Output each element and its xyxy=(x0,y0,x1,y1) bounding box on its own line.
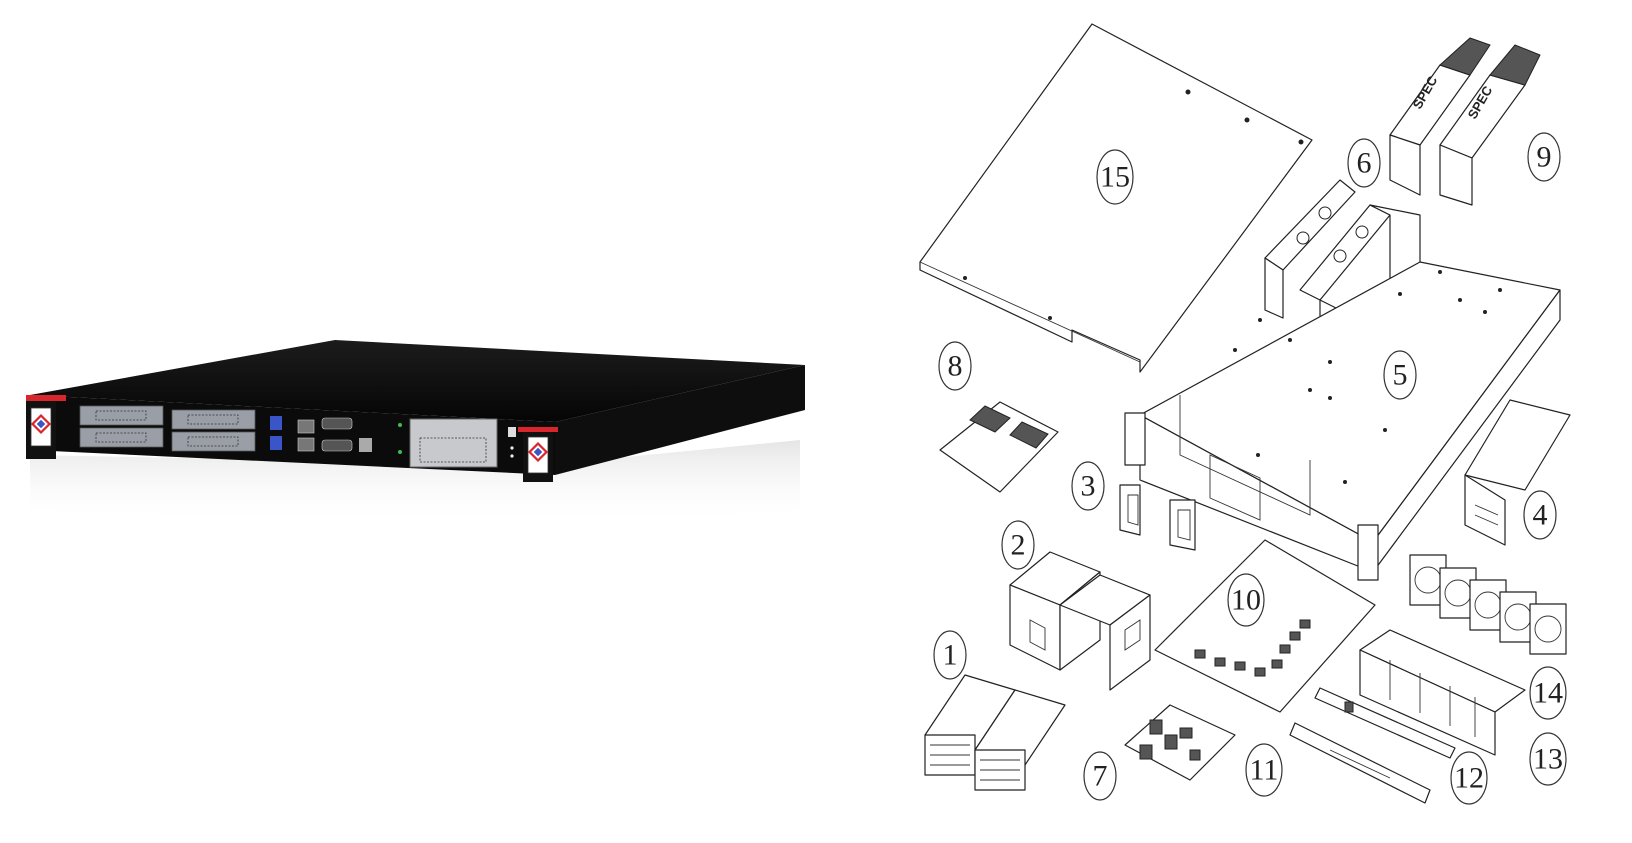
callout-10: 10 xyxy=(1227,573,1265,627)
svg-text:15: 15 xyxy=(1100,161,1130,194)
usb-port xyxy=(270,416,282,430)
svg-text:2: 2 xyxy=(1011,529,1026,562)
callout-13: 13 xyxy=(1529,732,1567,786)
callout-12: 12 xyxy=(1450,751,1488,805)
part-chassis-base xyxy=(1124,261,1561,581)
part-hard-drives xyxy=(924,674,1066,791)
callout-14: 14 xyxy=(1529,666,1567,720)
status-led-icon xyxy=(398,450,402,454)
power-button xyxy=(508,427,516,437)
vga-port xyxy=(321,417,353,430)
svg-text:7: 7 xyxy=(1093,760,1108,793)
expansion-bay xyxy=(409,418,516,468)
callout-2: 2 xyxy=(1001,520,1035,570)
drive-tray xyxy=(79,427,164,448)
callout-9: 9 xyxy=(1527,132,1561,182)
part-backplane-board xyxy=(939,401,1059,493)
fan-icon xyxy=(1529,603,1567,655)
part-motherboard xyxy=(1154,539,1376,713)
part-io-board xyxy=(1124,704,1236,781)
part-power-supplies: SPEC SPEC xyxy=(1389,37,1541,206)
part-rail-strip xyxy=(1314,687,1456,759)
callout-3: 3 xyxy=(1071,461,1105,511)
handle-accent xyxy=(26,395,66,401)
part-riser-brackets xyxy=(1119,484,1196,551)
callout-5: 5 xyxy=(1383,350,1417,400)
svg-text:14: 14 xyxy=(1533,677,1563,710)
status-led-icon xyxy=(398,423,402,427)
usb-port xyxy=(270,436,282,450)
chassis-side xyxy=(555,365,805,475)
svg-text:11: 11 xyxy=(1250,754,1279,787)
logo-icon xyxy=(30,413,52,435)
exploded-view: SPEC SPEC xyxy=(919,23,1571,805)
part-riser-card xyxy=(1464,399,1571,546)
svg-text:10: 10 xyxy=(1231,584,1261,617)
callout-7: 7 xyxy=(1083,751,1117,801)
svg-text:13: 13 xyxy=(1533,743,1563,776)
callout-1: 1 xyxy=(933,630,967,680)
chassis-top xyxy=(30,340,805,422)
callout-4: 4 xyxy=(1523,490,1557,540)
part-fan-modules xyxy=(1409,554,1567,655)
part-fan-bracket xyxy=(1359,629,1526,756)
drive-tray xyxy=(171,409,256,430)
svg-text:9: 9 xyxy=(1537,141,1552,174)
indicator-led-icon xyxy=(510,454,514,458)
serial-port xyxy=(321,439,353,452)
drive-bays xyxy=(79,405,256,452)
part-psu-cage xyxy=(1264,179,1421,361)
drive-tray xyxy=(171,431,256,452)
part-drive-cage xyxy=(1009,551,1151,691)
svg-text:5: 5 xyxy=(1393,359,1408,392)
usb-port xyxy=(359,438,372,452)
connectors xyxy=(1194,619,1311,677)
svg-text:8: 8 xyxy=(948,350,963,383)
callout-8: 8 xyxy=(938,341,972,391)
ethernet-port xyxy=(297,419,315,434)
callouts: 1 2 3 4 5 6 7 xyxy=(933,132,1567,805)
svg-text:3: 3 xyxy=(1081,470,1096,503)
drive-tray xyxy=(79,405,164,426)
right-rack-handle xyxy=(518,427,558,482)
ethernet-port xyxy=(297,437,315,452)
io-ports xyxy=(270,416,402,454)
svg-text:12: 12 xyxy=(1454,762,1484,795)
left-rack-handle xyxy=(26,395,66,459)
callout-6: 6 xyxy=(1347,138,1381,188)
svg-text:6: 6 xyxy=(1357,147,1372,180)
part-bottom-bracket xyxy=(1289,722,1431,804)
standoffs xyxy=(1233,270,1502,484)
handle-accent xyxy=(518,427,558,432)
indicator-led-icon xyxy=(510,446,514,450)
svg-text:1: 1 xyxy=(943,639,958,672)
svg-text:4: 4 xyxy=(1533,499,1548,532)
callout-11: 11 xyxy=(1245,743,1283,797)
callout-15: 15 xyxy=(1096,149,1134,205)
server-render xyxy=(26,340,805,525)
